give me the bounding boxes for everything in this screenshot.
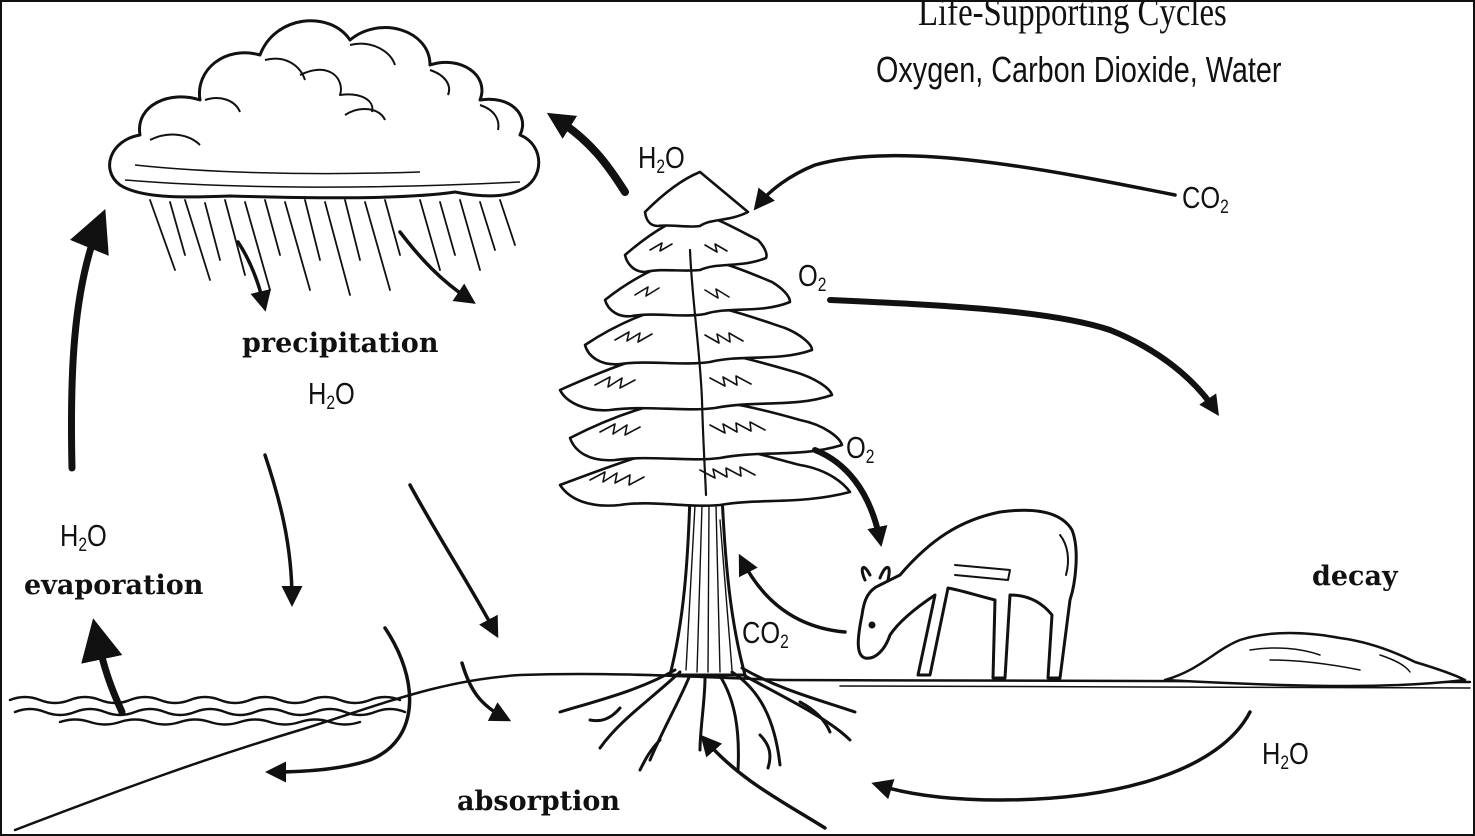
o2-arrow-right bbox=[830, 300, 1215, 410]
o2-label-tree: O2 bbox=[798, 260, 826, 295]
co2-label-top: CO2 bbox=[1182, 182, 1229, 217]
diagram-title: Life-Supporting Cycles bbox=[918, 0, 1227, 32]
rain-streaks bbox=[150, 200, 515, 295]
deer bbox=[858, 510, 1076, 678]
rain-cloud bbox=[110, 21, 539, 198]
precipitation-label: precipitation bbox=[242, 330, 438, 357]
h2o-label-precipitation: H2O bbox=[308, 378, 355, 413]
transpiration-arrow bbox=[555, 118, 625, 192]
co2-arrow-top bbox=[758, 156, 1175, 205]
decaying-animal bbox=[1165, 633, 1465, 686]
h2o-arrow-decay bbox=[878, 712, 1250, 800]
o2-label-deer: O2 bbox=[846, 432, 874, 467]
h2o-label-decay: H2O bbox=[1262, 738, 1309, 773]
h2o-label-transpiration: H2O bbox=[638, 142, 685, 177]
evaporation-label: evaporation bbox=[24, 572, 203, 599]
decay-label: decay bbox=[1312, 563, 1398, 590]
co2-label-deer: CO2 bbox=[742, 617, 789, 652]
ground-lines bbox=[15, 674, 1470, 830]
h2o-label-evaporation: H2O bbox=[60, 520, 107, 555]
precipitation-arrow-1 bbox=[265, 455, 292, 600]
absorption-label: absorption bbox=[457, 788, 620, 815]
precipitation-arrow-2 bbox=[410, 485, 495, 632]
absorption-arrow bbox=[705, 740, 825, 828]
evaporation-arrow-up bbox=[71, 222, 100, 468]
lake-water bbox=[10, 697, 405, 725]
diagram-subtitle: Oxygen, Carbon Dioxide, Water bbox=[876, 52, 1282, 88]
